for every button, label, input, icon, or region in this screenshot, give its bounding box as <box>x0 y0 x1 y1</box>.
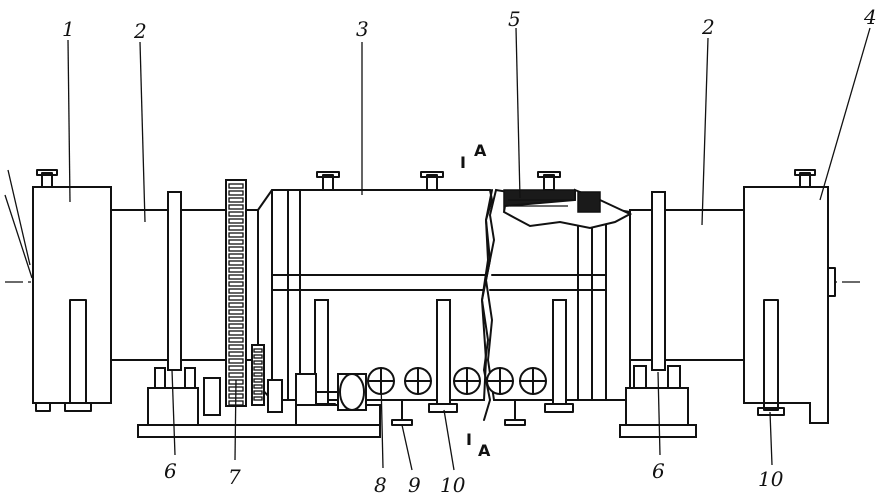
gear-tooth <box>228 253 244 259</box>
gear-tooth <box>228 309 244 315</box>
pinion-tooth <box>253 372 263 377</box>
label-5: 5 <box>508 7 521 31</box>
gear-tooth <box>228 323 244 329</box>
pinion-tooth <box>253 366 263 371</box>
post-foot <box>428 403 458 413</box>
svg-text:A: A <box>474 141 487 160</box>
right-bearing-base <box>619 365 697 438</box>
section-mark-bottom: I A <box>466 430 491 460</box>
lining-cutaway <box>502 188 633 230</box>
right-shaft <box>629 209 745 361</box>
gear-tooth <box>228 197 244 203</box>
gear-tooth <box>228 316 244 322</box>
leader-lines <box>67 27 871 471</box>
support-post <box>436 299 451 405</box>
gear-tooth <box>228 218 244 224</box>
gear-tooth <box>228 358 244 364</box>
label-4: 4 <box>863 5 877 29</box>
break-line <box>481 189 493 421</box>
gear-tooth <box>228 239 244 245</box>
label-1: 1 <box>62 17 75 41</box>
pinion-tooth <box>253 396 263 401</box>
gear-tooth <box>228 344 244 350</box>
gear-tooth <box>228 372 244 378</box>
label-10-mid: 10 <box>440 473 466 497</box>
gear-tooth <box>228 260 244 266</box>
gear-tooth <box>228 281 244 287</box>
left-leader-lines <box>4 169 33 279</box>
pinion-gear <box>251 344 265 406</box>
gear-tooth <box>228 337 244 343</box>
svg-text:I: I <box>460 153 466 172</box>
gear-tooth <box>228 225 244 231</box>
label-7: 7 <box>228 465 241 489</box>
right-end-cover <box>743 169 836 424</box>
gear-tooth <box>228 267 244 273</box>
pinion-tooth <box>253 348 263 353</box>
gear-tooth <box>228 351 244 357</box>
gear-tooth <box>228 295 244 301</box>
label-2-right: 2 <box>701 15 715 39</box>
label-8: 8 <box>374 473 387 497</box>
svg-text:A: A <box>478 441 491 460</box>
gear-tooth <box>228 183 244 189</box>
gear-tooth <box>228 204 244 210</box>
feed-pipes <box>391 399 526 426</box>
pinion-tooth <box>253 360 263 365</box>
gear-tooth <box>228 274 244 280</box>
gear-tooth <box>228 190 244 196</box>
left-end-cover <box>32 169 112 412</box>
right-riding-ring <box>651 191 666 371</box>
label-10-right: 10 <box>758 467 784 491</box>
gear-tooth <box>228 246 244 252</box>
left-riding-ring <box>167 191 182 371</box>
pinion-tooth <box>253 354 263 359</box>
gear-tooth <box>228 365 244 371</box>
gear-tooth <box>228 211 244 217</box>
gear-tooth <box>228 330 244 336</box>
post-foot <box>544 403 574 413</box>
label-3: 3 <box>356 17 369 41</box>
drive-base <box>137 367 381 438</box>
pinion-tooth <box>253 390 263 395</box>
label-6-left: 6 <box>164 459 177 483</box>
section-mark-top: I A <box>460 141 487 172</box>
svg-text:I: I <box>466 430 472 449</box>
label-9: 9 <box>408 473 421 497</box>
label-2-left: 2 <box>133 19 147 43</box>
gear-tooth <box>228 302 244 308</box>
gear-tooth <box>228 288 244 294</box>
gear-tooth <box>228 232 244 238</box>
support-post <box>552 299 567 405</box>
label-6-right: 6 <box>652 459 665 483</box>
girth-gear <box>225 179 247 407</box>
pinion-tooth <box>253 384 263 389</box>
pinion-tooth <box>253 378 263 383</box>
